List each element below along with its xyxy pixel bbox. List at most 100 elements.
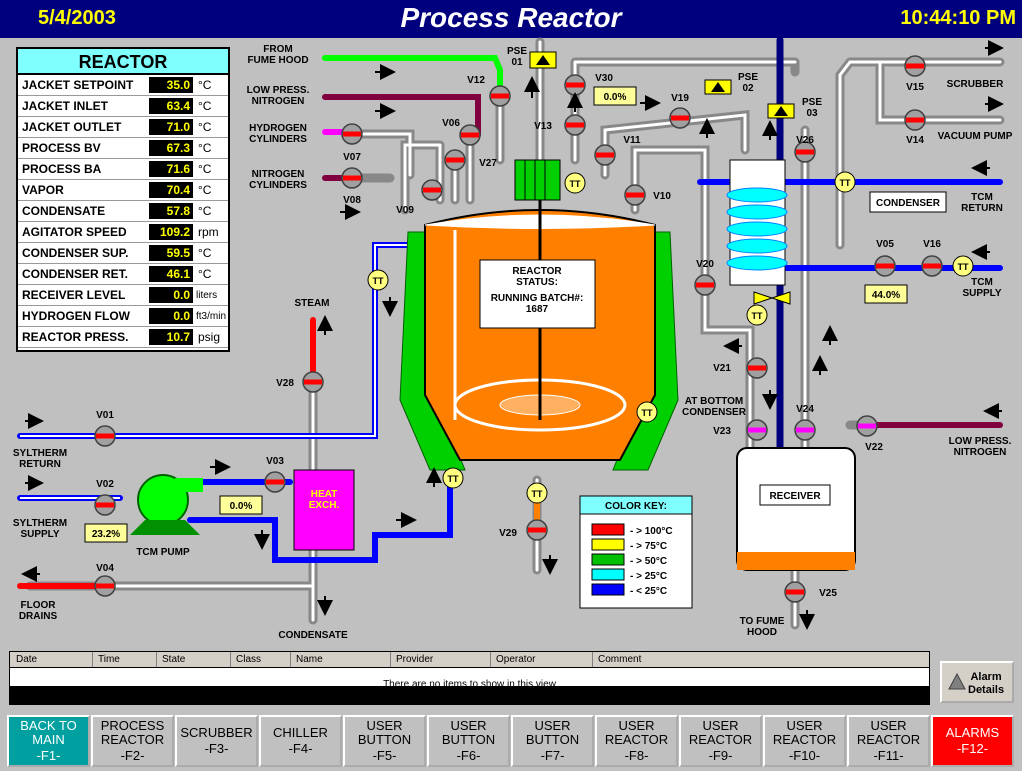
valve-v23[interactable]: V23 [713,419,768,441]
valve-v21[interactable]: V21 [713,357,768,379]
valve-v10[interactable]: V10 [624,184,671,206]
valve-v26[interactable]: V26 [794,135,816,163]
alarm-column-header[interactable]: Comment [598,654,642,665]
temperature-transmitter[interactable]: TT [636,401,658,423]
condenser-coil[interactable] [726,159,791,305]
valve-v14[interactable]: V14 [904,109,926,146]
alarm-column-header[interactable]: Class [236,654,262,665]
valve-v25[interactable]: V25 [784,581,837,603]
valve-v06[interactable]: V06 [442,118,466,171]
valve-v05[interactable]: V05 [874,239,896,277]
alarm-details-line: Alarm [970,671,1002,683]
temperature-transmitter[interactable]: TT [442,467,464,489]
function-key-12[interactable]: ALARMS-F12- [931,715,1014,767]
reactor-row-value: 71.6 [149,161,193,177]
temperature-transmitter[interactable]: TT [746,304,768,326]
valve-v13[interactable]: V13 [534,114,586,136]
valve-label: V26 [796,135,814,146]
reactor-row-unit: °C [198,78,212,92]
alarm-column-header[interactable]: Name [296,654,323,665]
alarm-column-header[interactable]: Date [16,654,38,665]
valve-v11[interactable]: V11 [594,135,641,166]
function-key-label: USER [618,718,655,733]
readout-value: 23.2% [92,529,120,540]
alarm-details-line: Details [968,684,1005,696]
function-key-label: REACTOR [100,732,165,747]
alarm-table[interactable]: Date Time State Class Name Provider Operator Co… [9,651,930,705]
color-key [579,495,693,609]
valve-v24[interactable]: V24 [794,404,816,441]
reactor-panel-title: REACTOR [18,49,228,75]
function-key-label: BACK TO [20,718,77,733]
function-key-label: BUTTON [525,732,580,747]
label-scrubber: SCRUBBER [947,79,1004,90]
valve-label: V16 [923,239,941,250]
reactor-vessel[interactable] [399,159,679,471]
valve-v09[interactable]: V09 [396,179,443,216]
valve-v16[interactable]: V16 [921,239,943,277]
valve-v01[interactable]: V01 [94,410,116,447]
valve-v20[interactable]: V20 [694,259,716,296]
column-divider [592,652,593,667]
reactor-row: JACKET OUTLET 71.0 °C [18,117,228,138]
valve-label: V23 [713,426,731,437]
function-key-3[interactable]: SCRUBBER-F3- [175,715,258,767]
valve-label: V22 [865,442,883,453]
valve-v28[interactable]: V28 [276,371,324,393]
valve-v04[interactable]: V04 [94,563,116,597]
function-key-4[interactable]: CHILLER-F4- [259,715,342,767]
valve-v27[interactable]: V27 [459,124,497,169]
valve-v08[interactable]: V08 [341,167,363,206]
tt-label: TT [448,474,459,484]
heat-exchanger[interactable] [293,469,355,551]
alarm-column-header[interactable]: State [162,654,186,665]
reactor-row: JACKET SETPOINT 35.0 °C [18,75,228,96]
alarm-column-header[interactable]: Time [98,654,120,665]
valve-v19[interactable]: V19 [669,93,691,129]
reactor-row: JACKET INLET 63.4 °C [18,96,228,117]
reactor-row-label: CONDENSATE [22,204,106,218]
valve-v07[interactable]: V07 [341,123,363,163]
reactor-row: HYDROGEN FLOW 0.0 ft3/min [18,306,228,327]
alarm-column-header[interactable]: Operator [496,654,536,665]
valve-v12[interactable]: V12 [467,75,511,107]
pse-devices [529,51,795,119]
reactor-row-label: JACKET SETPOINT [22,78,134,92]
alarm-column-header[interactable]: Provider [396,654,434,665]
temperature-transmitter[interactable]: TT [564,172,586,194]
function-key-label: BUTTON [357,732,412,747]
valve-v29[interactable]: V29 [499,519,548,541]
valve-v22[interactable]: V22 [856,415,883,453]
tcm-pump[interactable] [130,474,203,535]
receiver-tank[interactable] [736,447,856,571]
column-divider [490,652,491,667]
valve-v03[interactable]: V03 [264,456,286,493]
function-key-label: REACTOR [856,732,921,747]
reactor-row-label: PROCESS BA [22,162,102,176]
column-divider [156,652,157,667]
color-key-text: - > 50°C [630,556,667,567]
color-key-item: - > 100°C [591,523,673,537]
temperature-transmitter[interactable]: TT [952,255,974,277]
valve-v02[interactable]: V02 [94,479,116,516]
temperature-transmitter[interactable]: TT [834,171,856,193]
receiver-label: RECEIVER [769,491,821,502]
temperature-transmitter[interactable]: TT [367,269,389,291]
temperature-transmitter[interactable]: TT [526,482,548,504]
valve-v15[interactable]: V15 [904,55,926,93]
function-key-code: -F11- [873,748,904,763]
function-key-label: CHILLER [273,725,328,740]
